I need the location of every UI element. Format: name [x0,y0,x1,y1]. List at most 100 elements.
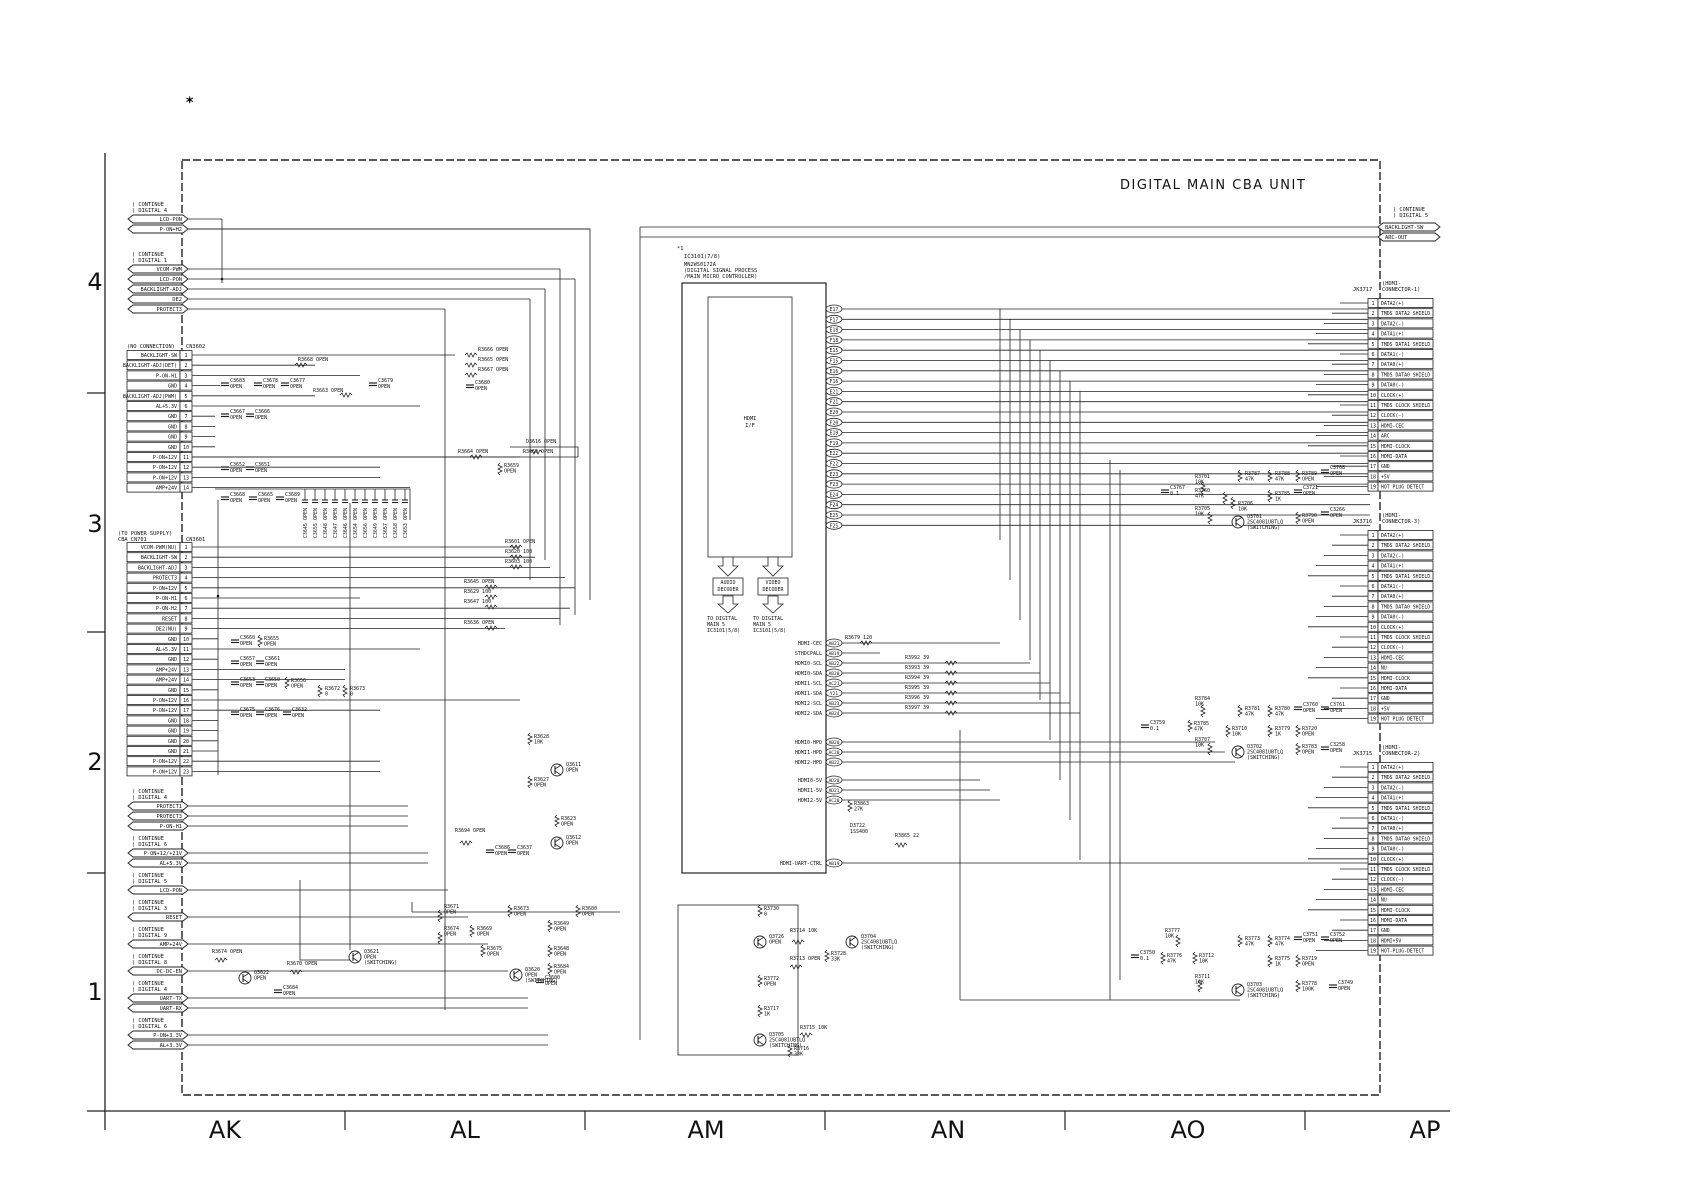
ic-pin [825,335,843,345]
pin-number: 6 [1371,352,1374,358]
ic-control-label: HDMI1-SCL [795,681,822,687]
resistor [547,962,553,976]
signal-connector [127,993,189,1003]
capacitor-label: C3648 OPEN [323,508,329,538]
transistor [845,935,859,949]
resistor-label: R3649 [554,921,569,927]
resistor-value: OPEN [477,932,489,938]
ic-pin-number: E15 [830,348,839,354]
resistor-value: 10K [1195,980,1204,986]
resistor-value: 10K [1195,512,1204,518]
resistor-value: 10K [1195,702,1204,708]
ic-pin [825,489,843,499]
label: ( CONTINUE [132,252,164,258]
pin-number: 11 [1370,635,1376,641]
label: JK3715 [1353,751,1372,757]
resistor [469,454,483,460]
pin-number: 11 [1370,403,1376,409]
resistor-label: R3705 [1195,506,1210,512]
connector-pin-label: GND [168,718,177,724]
transistor-emitter [1235,522,1243,528]
label: ) DIGITAL 8 [132,960,167,966]
connector-pin-number [179,482,193,493]
connector-pin-label: P-ON+12V [153,708,177,714]
jack-pin-label: HDMI+5V [1381,938,1401,944]
ic-pin-number: AD21 [829,788,840,794]
ic-pin [825,366,843,376]
connector-pin-label: BACKLIGHT-ADJ [138,565,177,571]
pin-number: 9 [1371,615,1374,621]
resistor-value: 47K [1275,712,1284,718]
pin-number: 6 [184,404,187,410]
resistor-value: 10K [1238,507,1247,513]
hdmi-if-block [707,296,793,558]
jack-pin-box [1377,894,1434,905]
ic-pin-number: AB22 [829,760,840,766]
connector-pin-number [179,695,193,705]
pin-number: 3 [1371,321,1374,327]
transistor-function: (SWITCHING) [1247,525,1280,531]
unit-title: DIGITAL MAIN CBA UNIT [1120,178,1306,193]
capacitor-value: OPEN [290,384,302,390]
jack-pin-label: NU [1381,666,1387,672]
resistor-value: 0 [350,692,353,698]
transistor-part: OPEN [254,976,266,982]
connector-pin-number [179,664,193,675]
pin-number: 10 [1370,857,1376,863]
transistor-ref: Q3621 [364,949,379,955]
connector-pin-label: P-ON+12V [153,698,177,704]
resistor-label: R3778 [1302,981,1317,987]
jack-pin-box [1377,338,1434,349]
resistor [484,604,498,610]
resistor-label: R3775 [1275,956,1290,962]
capacitor-label: C3759 [1150,720,1165,726]
ic-control-label: HDMI-CEC [798,641,822,647]
connector-pin-label: GND [168,637,177,643]
jack-pin-label: NU [1381,898,1387,904]
resistor [1222,491,1228,505]
jack-pin-label: DATA1(-) [1381,584,1404,590]
signal-label: DC-DC-EN [156,969,182,975]
pin-number: 19 [1370,717,1376,723]
pin-number: 3 [1371,785,1374,791]
pin-number: 4 [184,576,187,582]
signal-connector [127,858,189,868]
transistor-emitter [1235,752,1243,758]
jack-pin-label: DATA2(+) [1381,533,1404,539]
pin-number: 14 [1370,434,1376,440]
resistor-label: R3655 [264,636,279,642]
capacitor-label: C3679 [378,378,393,384]
jack-pin-label: DATA0(+) [1381,826,1404,832]
resistor-value: OPEN [1302,750,1314,756]
resistor-label: R3790 [1302,513,1317,519]
capacitor-value: OPEN [263,384,275,390]
label: IC3101(5/8) [753,628,786,634]
resistor [1207,511,1213,525]
ic-control-label: HDMI1-HPD [795,750,822,756]
ic-pin [825,698,843,708]
jack-pin-label: CLOCK(-) [1381,645,1404,651]
signal-label: LCD-PON [160,277,182,283]
connector-pin-label: AMP+24V [156,667,177,673]
label: ) DIGITAL 1 [132,258,167,264]
jack-pin-label: ARC [1381,434,1390,440]
connector-pin-number [179,613,193,624]
jack-pin-box [1377,945,1434,956]
label: ) DIGITAL 9 [132,933,167,939]
capacitor-value: OPEN [517,851,529,857]
connector-pin-number [179,684,193,695]
jack-pin-label: HOT PLUG DETECT [1381,717,1424,723]
connector-pin-number [179,582,193,593]
wire [299,880,350,961]
label: TO DIGITAL [753,616,783,622]
jack-pin-label: DATA2(-) [1381,785,1404,791]
transistor-emitter [554,770,562,776]
pin-number: 2 [1371,311,1374,317]
pin-number: 7 [184,414,187,420]
label: R3713 OPEN [790,956,820,962]
connector-pin-label: GND [168,729,177,735]
resistor [799,1032,813,1038]
resistor [894,842,908,848]
capacitor-value: OPEN [230,384,242,390]
